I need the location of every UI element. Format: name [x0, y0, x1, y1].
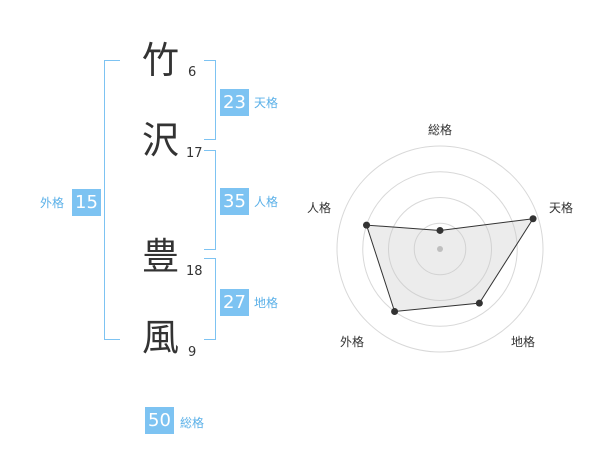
- jinkaku-bracket: [204, 150, 216, 250]
- radar-label-soukaku: 総格: [428, 123, 453, 137]
- chikaku-label: 地格: [254, 296, 279, 310]
- stroke-count-3: 18: [186, 264, 203, 279]
- gaikaku-bracket: [104, 60, 120, 340]
- name-char-3: 豊: [142, 235, 179, 278]
- name-char-2: 沢: [142, 119, 179, 162]
- chikaku-bracket: [204, 258, 216, 340]
- radar-label-gaikaku: 外格: [340, 335, 365, 349]
- radar-point-2: [529, 215, 537, 223]
- stroke-count-2: 17: [186, 146, 203, 161]
- name-char-4: 風: [142, 316, 179, 359]
- soukaku-label: 総格: [180, 416, 205, 430]
- radar-label-jinkaku: 人格: [307, 201, 332, 215]
- name-char-1: 竹: [142, 39, 179, 82]
- chikaku-value: 27: [220, 289, 249, 316]
- tenkaku-label: 天格: [254, 96, 279, 110]
- radar-series-polygon: [365, 218, 535, 313]
- tenkaku-bracket: [204, 60, 216, 140]
- radar-point-4: [391, 307, 399, 315]
- soukaku-value: 50: [145, 407, 174, 434]
- tenkaku-value: 23: [220, 89, 249, 116]
- radar-label-tenkaku: 天格: [549, 201, 574, 215]
- jinkaku-label: 人格: [254, 195, 279, 209]
- radar-point-3: [475, 299, 483, 307]
- radar-label-chikaku: 地格: [511, 335, 536, 349]
- gaikaku-value: 15: [72, 189, 101, 216]
- gaikaku-label: 外格: [40, 196, 65, 210]
- radar-point-1: [436, 226, 444, 234]
- radar-center: [437, 246, 443, 252]
- stroke-count-1: 6: [188, 65, 197, 80]
- jinkaku-value: 35: [220, 188, 249, 215]
- stroke-count-4: 9: [188, 345, 197, 360]
- radar-point-5: [363, 221, 371, 229]
